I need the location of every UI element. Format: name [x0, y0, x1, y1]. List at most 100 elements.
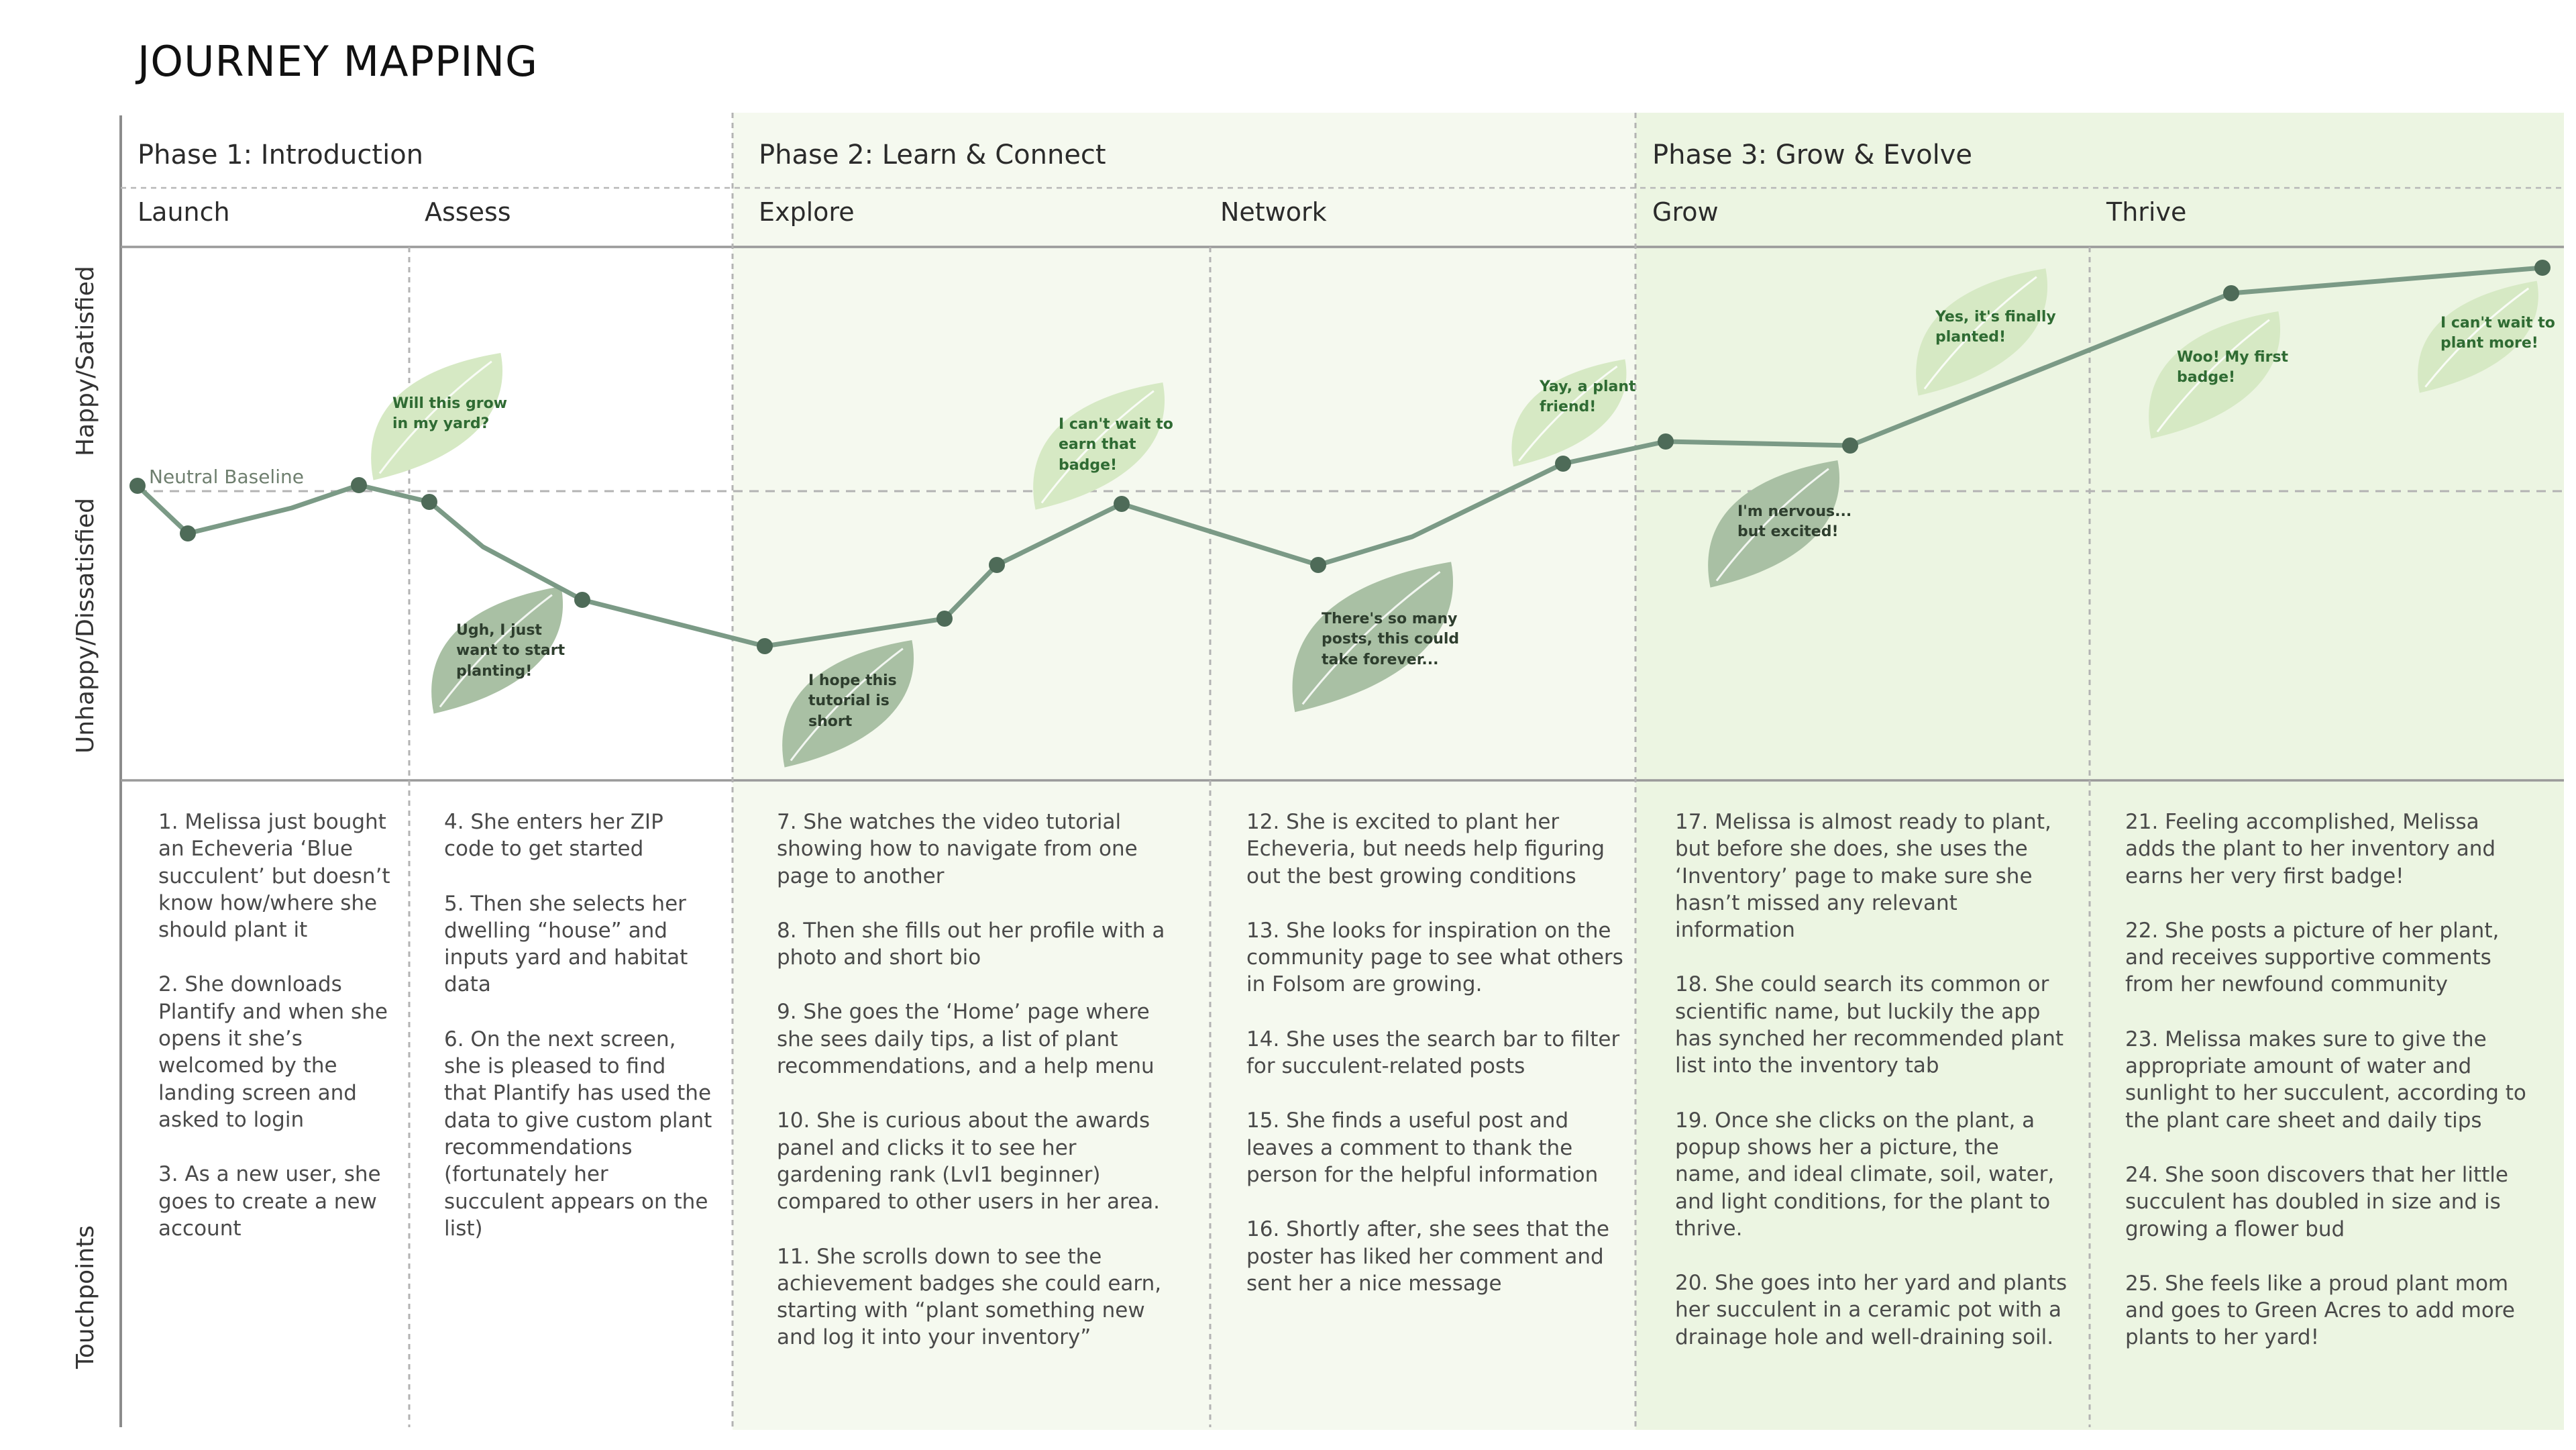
- axis-label-unhappy: Unhappy/Dissatisfied: [72, 497, 99, 754]
- emotion-point: [180, 525, 196, 541]
- leaf-shape: [2418, 280, 2538, 393]
- phase2-background: [733, 113, 1635, 1430]
- emotion-point: [129, 478, 146, 494]
- touchpoint-item: 5. Then she selects her dwelling “house”…: [444, 891, 688, 997]
- neutral-baseline-label: Neutral Baseline: [149, 466, 304, 488]
- leaf-vein: [378, 360, 492, 474]
- touchpoint-item: 24. She soon discovers that her little s…: [2125, 1162, 2508, 1241]
- leaf-shape: [431, 586, 564, 714]
- stage-label-launch: Launch: [138, 197, 230, 227]
- touchpoint-item: 9. She goes the ‘Home’ page where she se…: [777, 1000, 1155, 1079]
- leaf-shape: [2149, 311, 2281, 439]
- leaf-bubble: [2149, 311, 2281, 439]
- touchpoints-thrive: 21. Feeling accomplished, Melissa adds t…: [2125, 809, 2528, 1379]
- leaf-shape: [1511, 359, 1627, 467]
- touchpoints-assess: 4. She enters her ZIP code to get starte…: [444, 809, 712, 1270]
- leaf-bubble: [1033, 382, 1165, 510]
- leaf-vein: [2156, 319, 2270, 433]
- stage-label-explore: Explore: [759, 197, 855, 227]
- leaf-vein: [2424, 287, 2530, 388]
- touchpoint-item: 3. As a new user, she goes to create a n…: [158, 1162, 381, 1241]
- stage-label-grow: Grow: [1652, 197, 1719, 227]
- touchpoint-item: 10. She is curious about the awards pane…: [777, 1108, 1161, 1214]
- leaf-shape: [371, 353, 503, 480]
- leaf-bubble: [1292, 562, 1454, 713]
- phase-label-learn-connect: Phase 2: Learn & Connect: [759, 140, 1106, 170]
- touchpoints-launch: 1. Melissa just bought an Echeveria ‘Blu…: [158, 809, 393, 1270]
- touchpoint-item: 12. She is excited to plant her Echeveri…: [1246, 810, 1605, 888]
- emotion-point: [351, 477, 367, 493]
- stage-label-network: Network: [1220, 197, 1327, 227]
- touchpoint-item: 20. She goes into her yard and plants he…: [1675, 1271, 2068, 1349]
- emotion-point: [2223, 285, 2239, 301]
- leaf-bubble: [1511, 359, 1627, 467]
- stage-label-thrive: Thrive: [2106, 197, 2187, 227]
- emotion-point: [1114, 496, 1130, 512]
- leaf-vein: [1715, 468, 1829, 582]
- emotion-point: [936, 611, 953, 627]
- page-title: JOURNEY MAPPING: [138, 37, 539, 86]
- leaf-text: I'm nervous...but excited!: [1737, 503, 1852, 541]
- touchpoint-item: 17. Melissa is almost ready to plant, bu…: [1675, 810, 2051, 943]
- touchpoint-item: 2. She downloads Plantify and when she o…: [158, 972, 388, 1132]
- leaf-bubble: [2418, 280, 2538, 393]
- touchpoint-item: 16. Shortly after, she sees that the pos…: [1246, 1217, 1609, 1296]
- leaf-shape: [1292, 562, 1454, 713]
- phase-label-introduction: Phase 1: Introduction: [138, 140, 424, 170]
- touchpoint-item: 23. Melissa makes sure to give the appro…: [2125, 1027, 2526, 1133]
- touchpoint-item: 13. She looks for inspiration on the com…: [1246, 918, 1623, 997]
- touchpoint-item: 8. Then she fills out her profile with a…: [777, 918, 1165, 970]
- phase-label-grow-evolve: Phase 3: Grow & Evolve: [1652, 140, 1972, 170]
- leaf-vein: [1301, 571, 1441, 705]
- emotion-leaves: [371, 268, 2538, 768]
- touchpoint-item: 22. She posts a picture of her plant, an…: [2125, 918, 2500, 997]
- axis-label-touchpoints: Touchpoints: [72, 1225, 99, 1369]
- touchpoint-item: 14. She uses the search bar to filter fo…: [1246, 1027, 1620, 1079]
- leaf-shape: [1916, 268, 2048, 396]
- emotion-point: [421, 494, 437, 510]
- emotion-point: [1658, 433, 1674, 450]
- emotion-point: [989, 557, 1005, 573]
- touchpoint-item: 21. Feeling accomplished, Melissa adds t…: [2125, 810, 2496, 888]
- leaf-bubble: [371, 353, 503, 480]
- emotion-line: [136, 265, 2543, 649]
- touchpoint-item: 11. She scrolls down to see the achievem…: [777, 1244, 1162, 1350]
- emotion-point: [1842, 437, 1858, 454]
- leaf-bubble: [431, 586, 564, 714]
- touchpoint-item: 15. She finds a useful post and leaves a…: [1246, 1108, 1599, 1187]
- emotion-point: [757, 638, 773, 654]
- leaf-vein: [790, 648, 904, 762]
- emotion-point: [574, 592, 590, 608]
- leaf-vein: [439, 594, 553, 708]
- touchpoint-item: 6. On the next screen, she is pleased to…: [444, 1027, 712, 1241]
- emotion-point: [1310, 557, 1326, 573]
- touchpoints-grow: 17. Melissa is almost ready to plant, bu…: [1675, 809, 2071, 1378]
- axis-label-happy: Happy/Satisfied: [72, 266, 99, 456]
- leaf-vein: [1040, 390, 1155, 504]
- touchpoint-item: 4. She enters her ZIP code to get starte…: [444, 810, 663, 862]
- touchpoint-item: 18. She could search its common or scien…: [1675, 972, 2064, 1078]
- touchpoint-item: 7. She watches the video tutorial showin…: [777, 810, 1138, 888]
- leaf-shape: [1033, 382, 1165, 510]
- touchpoint-item: 19. Once she clicks on the plant, a popu…: [1675, 1108, 2055, 1241]
- phase3-background: [1635, 113, 2564, 1430]
- leaf-shape: [782, 640, 914, 768]
- leaf-vein: [1518, 365, 1618, 462]
- leaf-shape: [1708, 460, 1840, 588]
- emotion-curve: [129, 260, 2551, 654]
- touchpoints-network: 12. She is excited to plant her Echeveri…: [1246, 809, 1629, 1325]
- stage-label-assess: Assess: [425, 197, 511, 227]
- touchpoint-item: 1. Melissa just bought an Echeveria ‘Blu…: [158, 810, 390, 943]
- leaf-bubble: [1916, 268, 2048, 396]
- leaf-bubble: [1708, 460, 1840, 588]
- emotion-point: [2534, 260, 2551, 276]
